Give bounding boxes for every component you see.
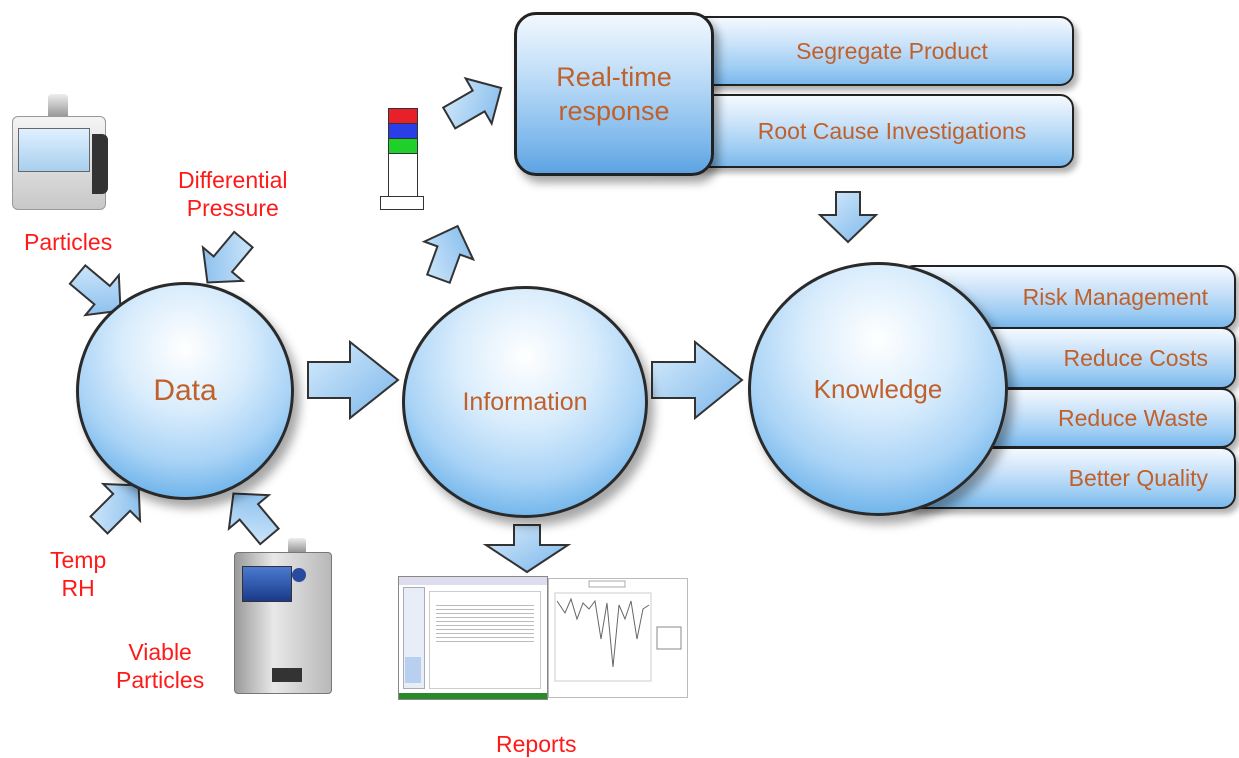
realtime-response-box: Real-time response — [514, 12, 714, 176]
outcome-label: Better Quality — [1068, 464, 1208, 491]
label-reports: Reports — [496, 731, 577, 757]
node-data: Data — [76, 282, 294, 500]
realtime-line1: Real-time — [556, 62, 672, 92]
particle-counter-icon — [8, 94, 108, 212]
arrow-information-to-stacklight — [421, 224, 476, 285]
outcome-label: Root Cause Investigations — [757, 117, 1027, 144]
viable-sampler-icon — [232, 538, 332, 694]
arrow-realtime-to-knowledge — [817, 191, 879, 244]
report-trend-chart-icon — [554, 580, 682, 682]
arrow-particles-in — [68, 263, 122, 317]
report-screenshot-icon — [398, 576, 688, 700]
arrow-information-to-reports — [482, 524, 572, 574]
arrow-information-to-knowledge — [651, 339, 744, 421]
arrow-pressure-in — [201, 230, 255, 284]
stack-light-icon — [380, 108, 424, 210]
outcome-label: Segregate Product — [796, 37, 988, 64]
outcome-label: Reduce Costs — [1063, 344, 1208, 371]
node-knowledge-label: Knowledge — [813, 373, 943, 404]
label-particles: Particles — [24, 229, 113, 255]
node-information: Information — [402, 286, 648, 518]
arrow-viable-in — [227, 492, 281, 546]
arrow-data-to-information — [307, 339, 400, 421]
label-temp-rh: Temp RH — [50, 547, 107, 601]
label-differential-pressure: Differential Pressure — [178, 167, 288, 221]
realtime-line2: response — [558, 96, 670, 126]
node-knowledge: Knowledge — [748, 262, 1008, 516]
arrow-stacklight-to-realtime — [441, 76, 503, 130]
label-viable-particles: Viable Particles — [116, 639, 205, 693]
arrow-temp-in — [89, 482, 142, 535]
node-data-label: Data — [153, 374, 217, 407]
node-information-label: Information — [462, 387, 588, 416]
outcome-label: Risk Management — [1022, 283, 1208, 310]
outcome-label: Reduce Waste — [1058, 404, 1208, 431]
